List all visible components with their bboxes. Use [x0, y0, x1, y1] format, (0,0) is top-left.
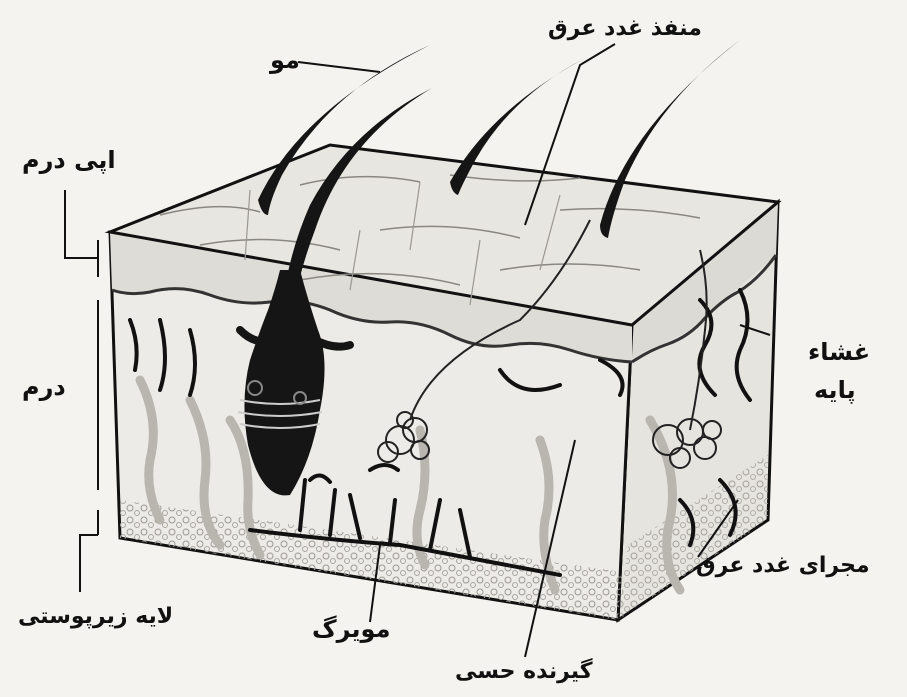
label-basement-membrane-line1: غشاء [808, 340, 870, 364]
label-sweat-pore: منفذ غدد عرق [548, 18, 702, 40]
label-sweat-duct: مجرای غدد عرق [696, 555, 870, 577]
label-capillary: مویرگ [312, 617, 390, 641]
label-hypodermis: لایه زیرپوستی [18, 606, 173, 628]
label-dermis: درم [22, 375, 66, 399]
label-hair: مو [270, 48, 300, 72]
label-epidermis: اپی درم [22, 148, 116, 172]
label-basement-membrane-line2: پایه [814, 378, 856, 402]
label-sensory-receptor: گیرنده حسی [455, 661, 593, 683]
